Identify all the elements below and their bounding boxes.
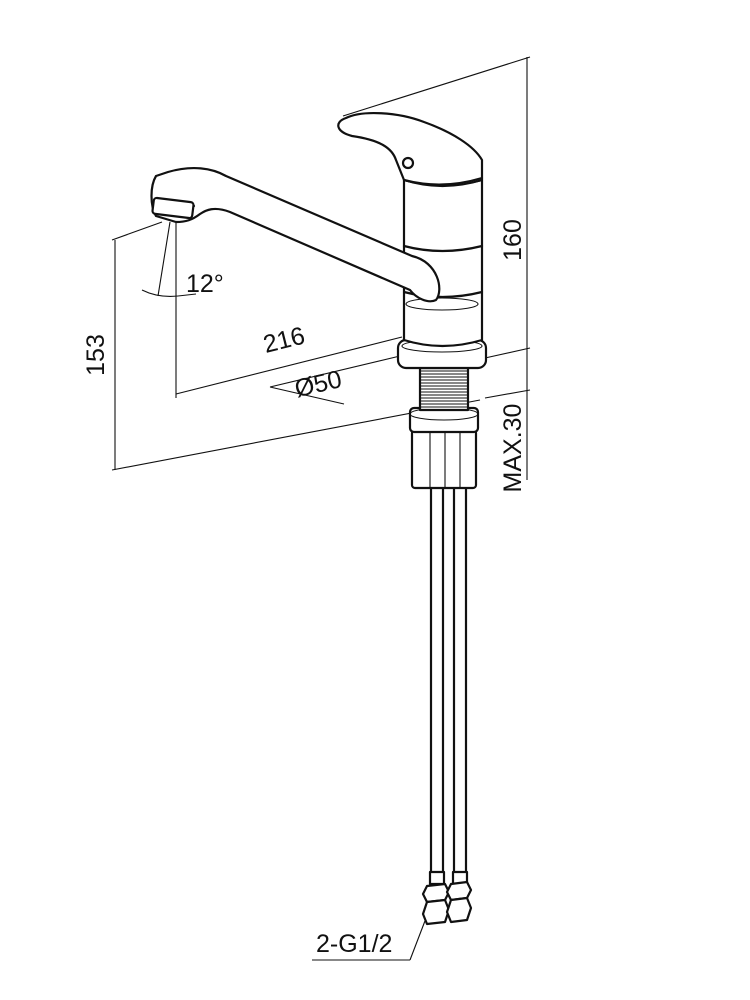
dimension-height-overall: 160	[342, 56, 531, 359]
dimension-base-diameter: Ø50	[269, 355, 401, 405]
dimension-spout-height-label: 153	[82, 334, 110, 376]
dimension-connection-label: 2-G1/2	[316, 930, 392, 958]
supply-hoses	[421, 482, 473, 926]
dimension-height-overall-label: 160	[499, 219, 527, 261]
dimension-max-thickness: MAX.30	[484, 350, 531, 493]
spout	[150, 166, 441, 303]
mounting-nut	[408, 406, 480, 490]
handle-screw-icon	[401, 156, 415, 170]
dimension-spout-angle-label: 12°	[186, 270, 224, 298]
dimension-max-thickness-label: MAX.30	[499, 404, 527, 493]
dimension-connection: 2-G1/2	[312, 899, 434, 961]
threaded-shank	[418, 366, 470, 412]
dimension-spout-reach: 216	[175, 222, 403, 398]
lever-handle	[337, 111, 484, 188]
dimension-base-diameter-label: Ø50	[292, 365, 344, 403]
dimension-spout-angle: 12°	[141, 221, 224, 298]
dimension-spout-reach-label: 216	[260, 322, 307, 359]
